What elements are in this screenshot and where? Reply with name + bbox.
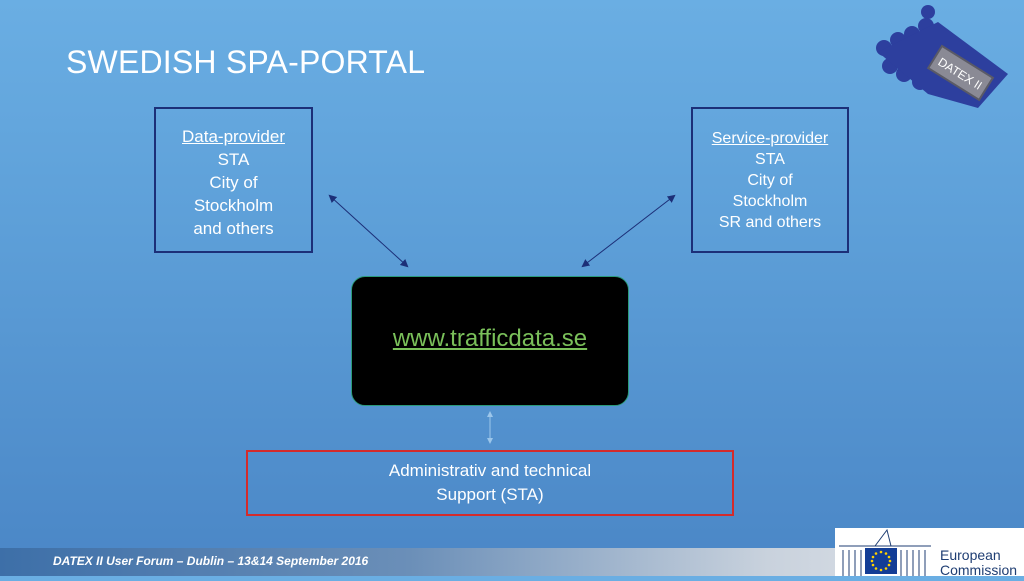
data-provider-line: City of <box>209 172 258 192</box>
data-provider-line: Stockholm <box>193 195 274 215</box>
service-provider-line: STA <box>755 150 785 168</box>
support-line: Support (STA) <box>436 485 544 504</box>
data-provider-line: and others <box>193 218 274 238</box>
service-provider-line: Stockholm <box>732 192 808 210</box>
footer-text: DATEX II User Forum – Dublin – 13&14 Sep… <box>53 554 369 568</box>
ec-logo-text: European Commission <box>940 548 1017 578</box>
portal-link[interactable]: www.trafficdata.se <box>392 325 588 352</box>
portal-box: www.trafficdata.se <box>351 276 629 406</box>
data-provider-box: Data-provider STA City of Stockholm and … <box>154 107 313 253</box>
service-provider-line: City of <box>747 171 793 189</box>
ec-logo-line: Commission <box>940 562 1018 578</box>
support-line: Administrativ and technical <box>388 461 592 480</box>
slide-title: SWEDISH SPA-PORTAL <box>66 44 426 80</box>
datex-ii-logo: DATEX II <box>876 5 1008 108</box>
data-provider-heading[interactable]: Data-provider <box>182 126 285 146</box>
service-provider-box: Service-provider STA City of Stockholm S… <box>691 107 849 253</box>
support-box: Administrativ and technical Support (STA… <box>246 450 734 516</box>
european-commission-logo: European Commission <box>835 528 1024 578</box>
data-provider-line: STA <box>217 149 250 169</box>
arrow-service-provider-portal <box>581 194 676 268</box>
arrow-data-provider-portal <box>328 194 409 268</box>
service-provider-line: SR and others <box>718 213 822 231</box>
ec-building-icon <box>839 528 931 576</box>
ec-logo-line: European <box>940 547 1001 563</box>
service-provider-heading[interactable]: Service-provider <box>711 129 829 147</box>
